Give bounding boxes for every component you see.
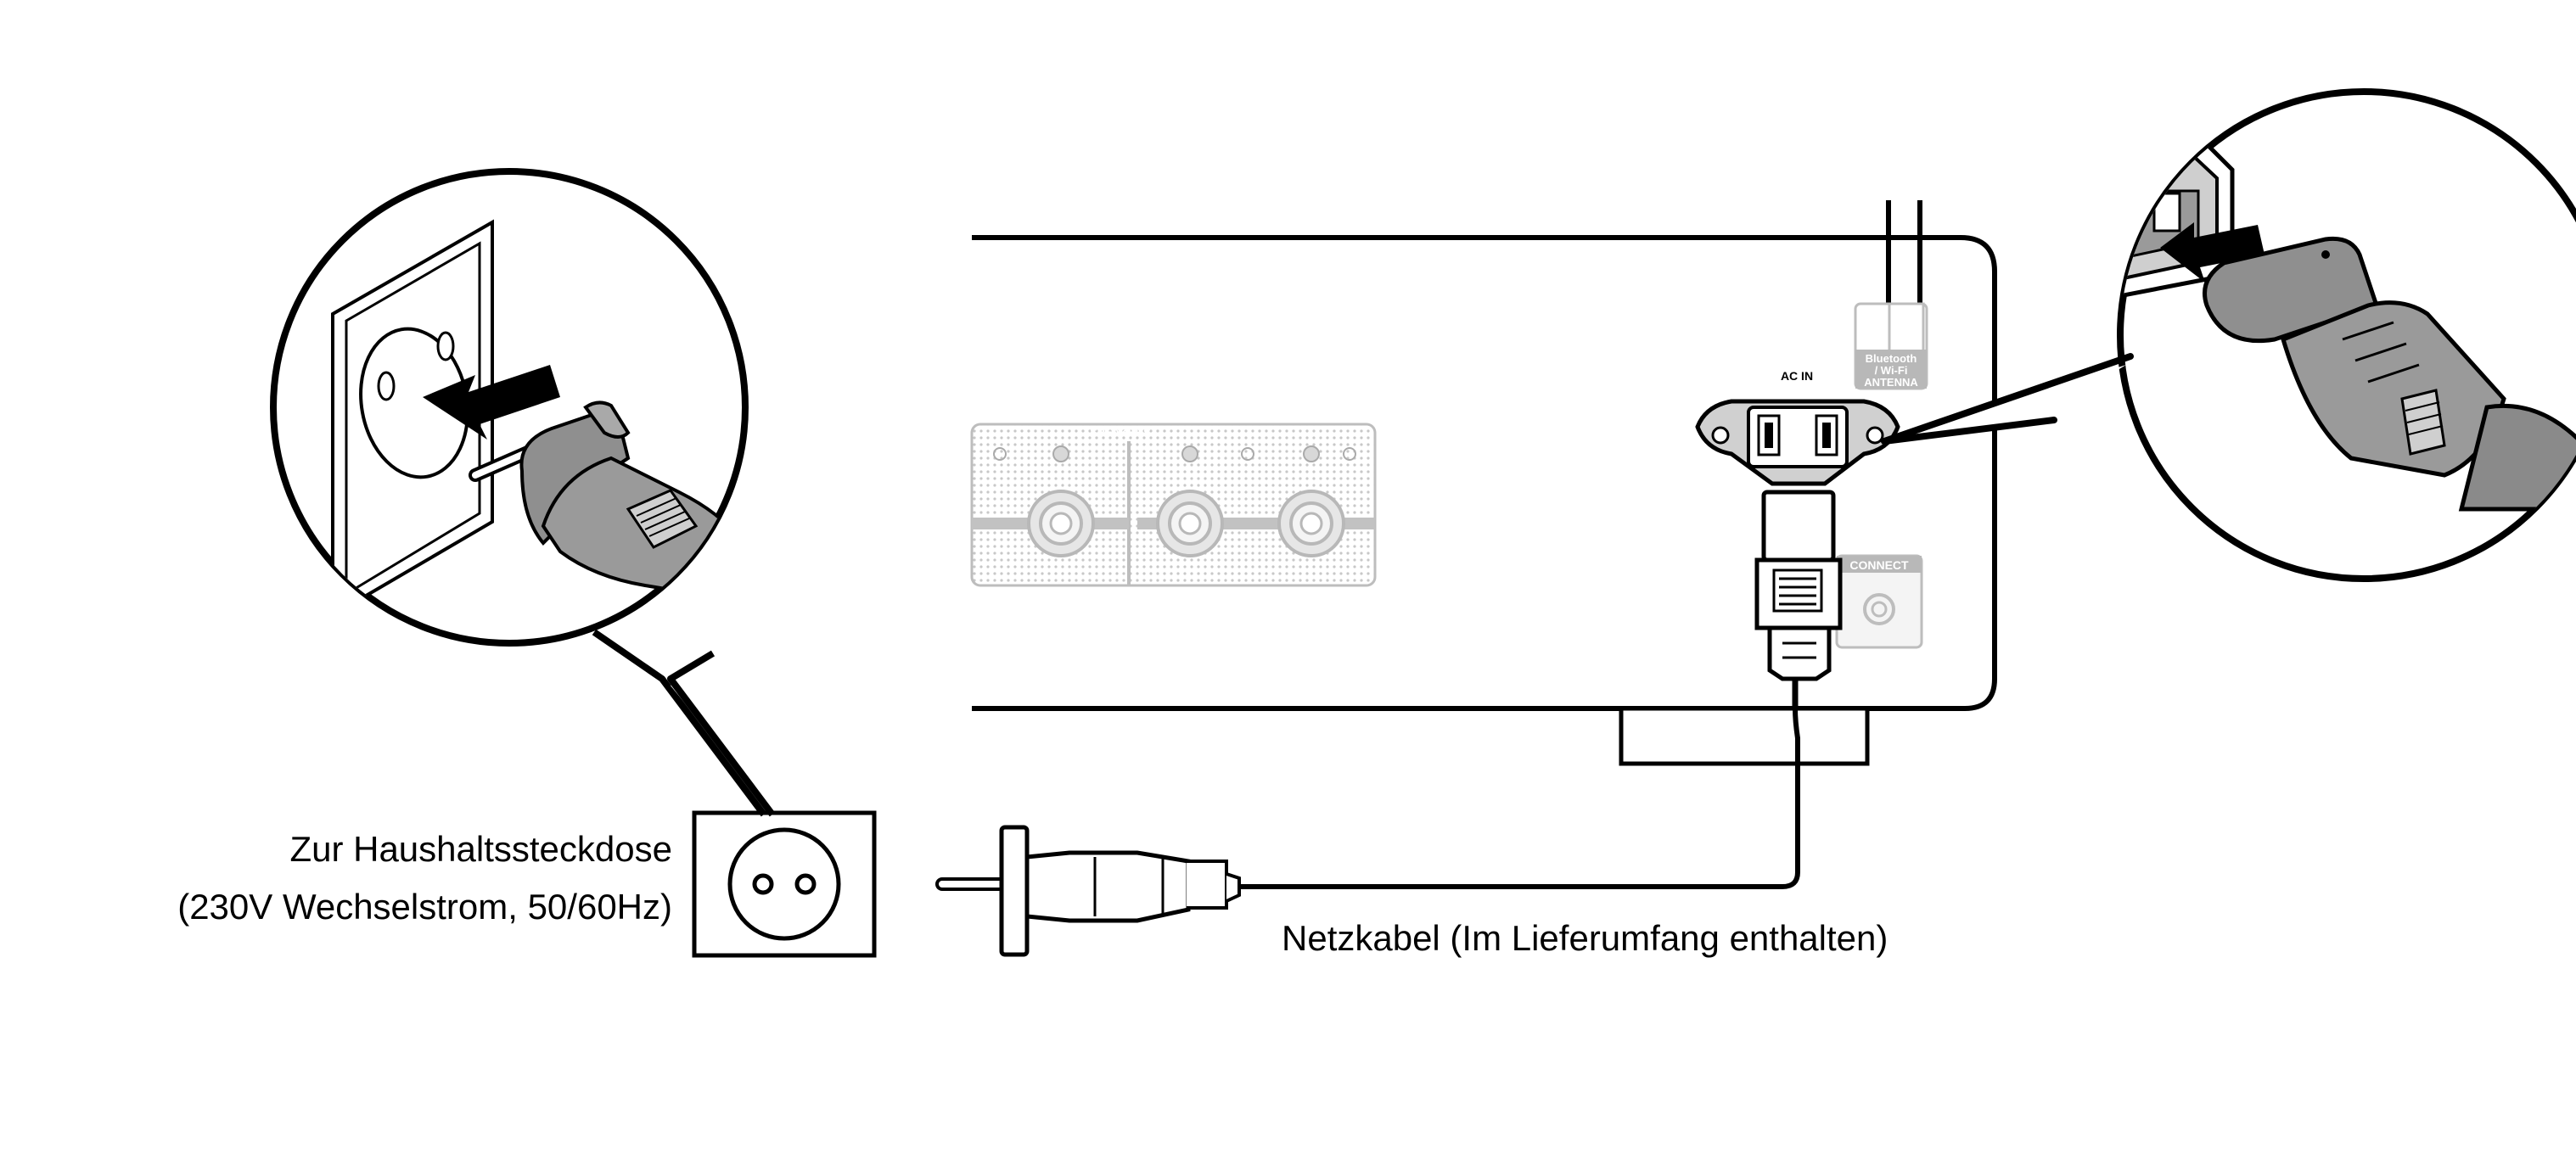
antenna-label-1: Bluetooth: [1866, 352, 1917, 365]
speakers-label: SPEAKERS: [1090, 426, 1151, 439]
antenna: Bluetooth / Wi-Fi ANTENNA: [1854, 200, 1928, 390]
speaker-terminal: [1277, 445, 1356, 557]
outlet-label-line1: Zur Haushaltssteckdose: [289, 829, 672, 869]
speaker-terminal: [972, 445, 1129, 557]
power-cable: [1221, 679, 1800, 893]
euro-plug: [935, 825, 1241, 957]
iec-connector: [1754, 490, 1843, 681]
device-rear-panel: [972, 235, 1997, 766]
antenna-label-3: ANTENNA: [1864, 376, 1918, 389]
ac-in-socket: AC IN: [1695, 369, 1900, 486]
connect-label: CONNECT: [1849, 558, 1909, 572]
antenna-label-2: / Wi-Fi: [1875, 364, 1908, 377]
ac-in-label: AC IN: [1781, 369, 1813, 383]
callout-wall-socket: [270, 168, 776, 817]
wall-outlet: [692, 810, 877, 958]
outlet-label-line2: (230V Wechselstrom, 50/60Hz): [177, 887, 672, 927]
speakers-panel: SPEAKERS: [970, 423, 1377, 587]
cable-label: Netzkabel (Im Lieferumfang enthalten): [1282, 918, 1889, 958]
connect-button: CONNECT: [1835, 554, 1923, 649]
device-foot: [1619, 706, 1870, 766]
